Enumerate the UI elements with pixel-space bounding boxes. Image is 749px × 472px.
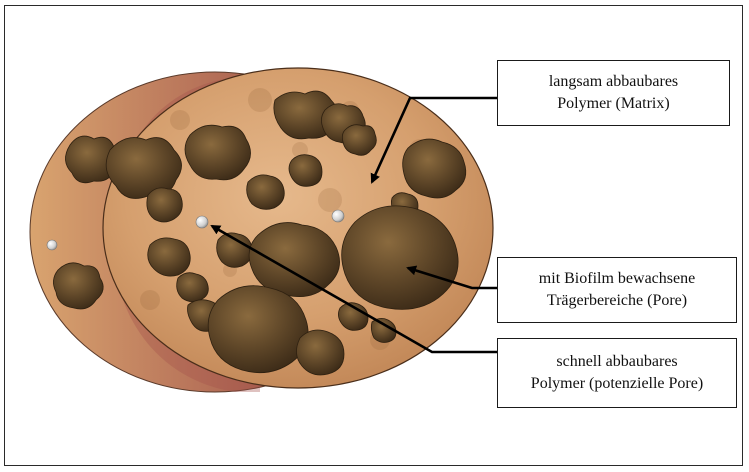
label-matrix-line1: langsam abbaubares xyxy=(549,71,678,93)
label-biofilm: mit Biofilm bewachsene Trägerbereiche (P… xyxy=(497,257,737,323)
label-biofilm-line2: Trägerbereiche (Pore) xyxy=(547,290,687,312)
label-fast-polymer: schnell abbaubares Polymer (potenzielle … xyxy=(497,338,737,408)
label-biofilm-line1: mit Biofilm bewachsene xyxy=(539,268,695,290)
label-matrix: langsam abbaubares Polymer (Matrix) xyxy=(497,60,730,126)
label-fast-polymer-line1: schnell abbaubares xyxy=(556,351,677,373)
label-fast-polymer-line2: Polymer (potenzielle Pore) xyxy=(531,373,703,395)
label-matrix-line2: Polymer (Matrix) xyxy=(557,93,669,115)
